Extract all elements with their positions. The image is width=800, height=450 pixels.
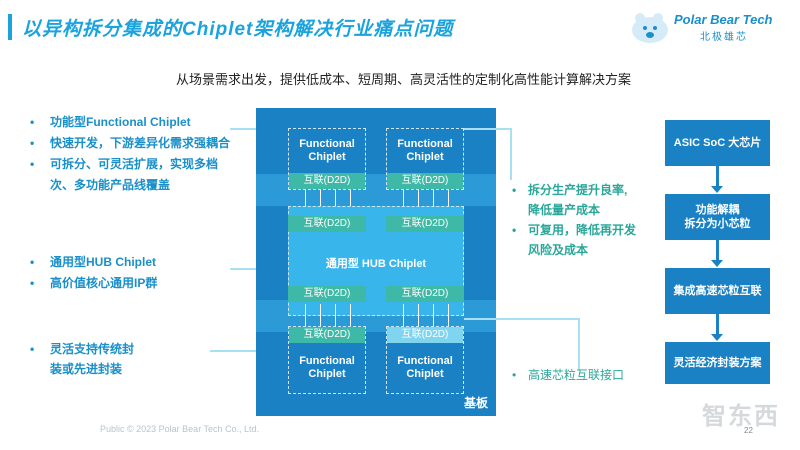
d2d-wire [448,190,449,212]
d2d-wire [305,190,306,212]
connector-line [464,318,580,320]
flow-arrow [716,240,719,260]
d2d-interface: 互联(D2D) [289,327,365,343]
chiplet-label-line2: Chiplet [308,368,346,380]
bullet-continuation: 次、多功能产品线覆盖 [50,178,171,192]
flow-step-label: 集成高速芯粒互联 [673,285,762,297]
bullet-continuation: 风险及成本 [528,243,589,257]
bullet-item: 可拆分、可灵活扩展，实现多档 [30,154,230,175]
bullet-continuation: 装或先进封装 [50,362,123,376]
d2d-wire [403,190,404,212]
connector-line [210,350,290,352]
d2d-wire [418,190,419,212]
d2d-interface: 互联(D2D) [386,216,464,232]
footer-copyright: Public © 2023 Polar Bear Tech Co., Ltd. [100,424,260,434]
watermark: 智东西 [702,403,780,430]
d2d-interface-highlight: 互联(D2D) [387,327,463,343]
chiplet-label-line2: Chiplet [308,151,346,163]
d2d-wire [403,304,404,326]
d2d-wire [350,190,351,212]
flow-step-label: 灵活经济封装方案 [673,357,762,369]
company-logo: Polar Bear Tech 北极雄芯 [628,6,788,46]
flow-step-decouple: 功能解耦拆分为小芯粒 [665,194,770,240]
flow-step-asic-soc: ASIC SoC 大芯片 [665,120,770,166]
hub-d2d-bottom-left: 互联(D2D) [288,286,366,302]
logo-text: Polar Bear Tech [674,12,773,27]
page-title: 以异构拆分集成的Chiplet架构解决行业痛点问题 [22,19,454,40]
packaging-bullets: 灵活支持传统封 装或先进封装 [30,339,134,379]
hub-d2d-bottom-right: 互联(D2D) [386,286,464,302]
d2d-wire [320,190,321,212]
logo-subtext: 北极雄芯 [700,32,748,43]
bullet-item: 灵活支持传统封 [30,339,134,359]
flow-step-label: 功能解耦 [695,204,740,216]
d2d-interface: 互联(D2D) [288,286,366,302]
bullet-item: 高价值核心通用IP群 [30,273,157,294]
flow-arrow [716,166,719,186]
bullet-item: 可复用，降低再开发 [512,220,636,240]
d2d-wire [448,304,449,326]
d2d-wire [305,304,306,326]
connector-line [464,128,512,130]
hub-chiplet-label: 通用型 HUB Chiplet [325,258,427,270]
substrate-label: 基板 [463,396,488,410]
d2d-interface: 互联(D2D) [289,173,365,189]
flow-step-packaging: 灵活经济封装方案 [665,342,770,384]
d2d-wire [335,304,336,326]
d2d-interface: 互联(D2D) [387,173,463,189]
interconnect-bullet: 高速芯粒互联接口 [512,365,624,385]
bullet-continuation: 降低量产成本 [528,203,601,217]
bullet-item: 高速芯粒互联接口 [512,365,624,385]
chiplet-label-line1: Functional [397,355,453,367]
title-accent-bar [8,14,12,40]
polar-bear-icon [632,13,668,43]
d2d-wire [418,304,419,326]
functional-chiplet-bullets: 功能型Functional Chiplet 快速开发，下游差异化需求强耦合 可拆… [30,112,230,196]
d2d-interface: 互联(D2D) [386,286,464,302]
connector-line [510,128,512,180]
arrow-down-icon [711,186,723,193]
chiplet-label-line2: Chiplet [406,151,444,163]
subtitle: 从场景需求出发，提供低成本、短周期、高灵活性的定制化高性能计算解决方案 [176,72,632,87]
bullet-item: 功能型Functional Chiplet [30,112,230,133]
hub-chiplet-bullets: 通用型HUB Chiplet 高价值核心通用IP群 [30,252,157,294]
flow-arrow [716,314,719,334]
bullet-item: 快速开发，下游差异化需求强耦合 [30,133,230,154]
chiplet-label-line1: Functional [299,355,355,367]
d2d-wire [350,304,351,326]
flow-step-integrate: 集成高速芯粒互联 [665,268,770,314]
hub-d2d-top-right: 互联(D2D) [386,216,464,232]
flow-step-label: 拆分为小芯粒 [684,218,751,230]
flow-step-label: ASIC SoC 大芯片 [673,137,762,149]
d2d-wire [433,304,434,326]
arrow-down-icon [711,334,723,341]
d2d-wire [433,190,434,212]
page-number: 22 [744,426,753,435]
d2d-wire [320,304,321,326]
d2d-interface: 互联(D2D) [288,216,366,232]
arrow-down-icon [711,260,723,267]
bullet-item: 通用型HUB Chiplet [30,252,157,273]
bullet-item: 拆分生产提升良率, [512,180,636,200]
yield-benefit-bullets: 拆分生产提升良率, 降低量产成本 可复用，降低再开发 风险及成本 [512,180,636,260]
chiplet-label-line1: Functional [397,138,453,150]
d2d-wire [335,190,336,212]
hub-d2d-top-left: 互联(D2D) [288,216,366,232]
chiplet-label-line2: Chiplet [406,368,444,380]
connector-line [578,318,580,370]
chiplet-label-line1: Functional [299,138,355,150]
